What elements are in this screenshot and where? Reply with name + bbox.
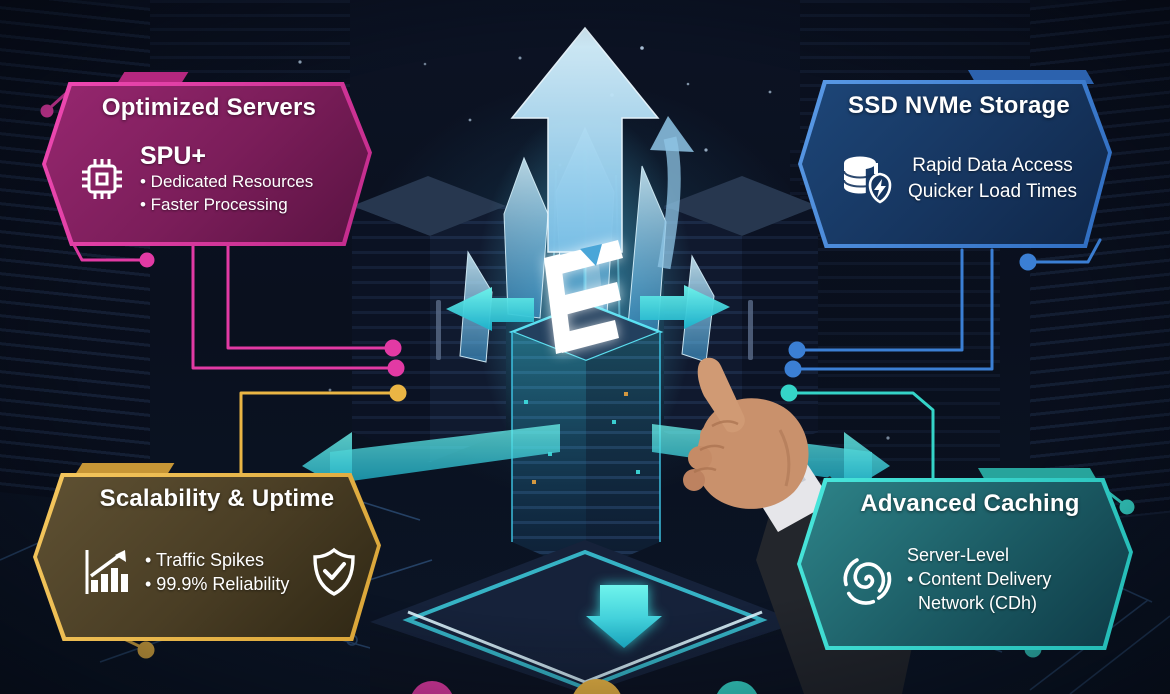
callout-heading: SPU+ xyxy=(140,142,207,171)
swirl-icon xyxy=(843,558,892,605)
feature-line: Network (CDh) xyxy=(918,593,1038,614)
feature-line: • Traffic Spikes xyxy=(145,549,265,570)
callout-title: Scalability & Uptime xyxy=(99,485,335,512)
shield-check-icon xyxy=(313,547,355,596)
feature-line: • Dedicated Resources xyxy=(140,172,314,192)
callout-title: Optimized Servers xyxy=(101,94,317,121)
feature-line: • 99.9% Reliability xyxy=(145,574,290,594)
callout-optimized-servers: Optimized Servers SPU+ • Dedicated Resou… xyxy=(42,82,372,246)
callout-title: Advanced Caching xyxy=(860,490,1080,517)
feature-line: Quicker Load Times xyxy=(908,181,1077,202)
callout-scalability-uptime: Scalability & Uptime • Traffic Spikes • … xyxy=(33,473,381,641)
callout-fill xyxy=(801,482,1129,646)
feature-line: • Content Delivery xyxy=(907,568,1052,589)
callout-ssd-nvme-storage: SSD NVMe Storage xyxy=(798,80,1112,248)
cpu-chip-icon xyxy=(82,159,122,199)
feature-line: • Faster Processing xyxy=(140,195,288,214)
database-bolt-icon xyxy=(843,156,892,204)
callout-title: SSD NVMe Storage xyxy=(848,92,1070,119)
feature-line: Rapid Data Access xyxy=(912,155,1073,177)
callout-fill xyxy=(46,86,368,242)
feature-line: Server-Level xyxy=(907,544,1010,565)
callout-advanced-caching: Advanced Caching Server-Level • Content … xyxy=(797,478,1133,650)
growth-chart-icon xyxy=(85,550,128,594)
